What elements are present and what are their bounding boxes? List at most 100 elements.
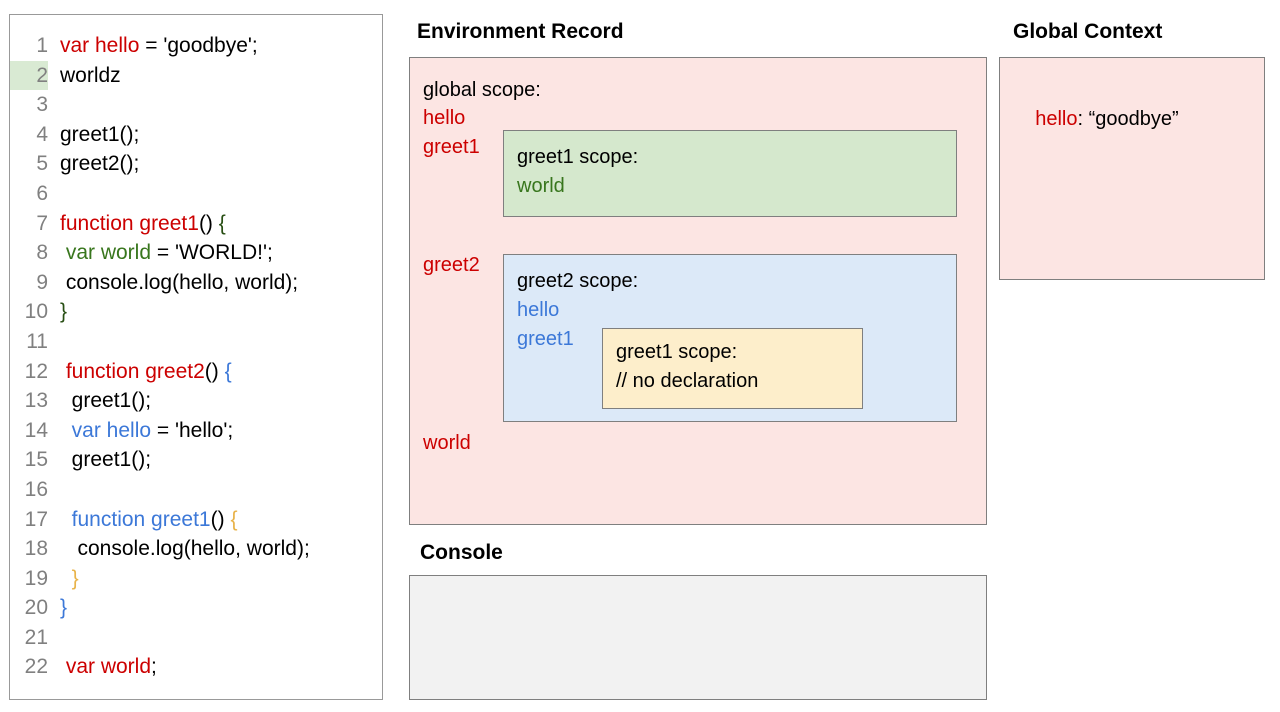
code-line[interactable]: 8 var world = 'WORLD!'; [10, 238, 382, 268]
code-line[interactable]: 11 [10, 327, 382, 357]
code-token: () [210, 507, 231, 531]
code-token: function greet1 [60, 507, 211, 531]
code-line-text: greet1(); [48, 386, 151, 416]
code-token: greet2(); [60, 152, 140, 176]
code-line-text: function greet2() { [48, 357, 232, 387]
code-line-text: var world = 'WORLD!'; [48, 238, 273, 268]
code-line-text: var world; [48, 652, 157, 682]
global-scope-label: global scope: [423, 79, 541, 101]
greet1-scope-binding-world: world [517, 175, 565, 197]
line-number: 18 [24, 537, 48, 561]
global-context-box: hello: “goodbye” [999, 57, 1265, 280]
code-line-text: console.log(hello, world); [48, 534, 310, 564]
code-token: console.log(hello, world); [60, 270, 299, 294]
line-number: 17 [24, 507, 48, 531]
line-number: 15 [24, 448, 48, 472]
global-context-entry-key: hello [1035, 108, 1078, 130]
environment-record-title: Environment Record [417, 20, 624, 43]
code-line-text: function greet1() { [48, 209, 226, 239]
code-line[interactable]: 18 console.log(hello, world); [10, 534, 382, 564]
line-number: 20 [24, 596, 48, 620]
global-binding-hello: hello [423, 107, 466, 129]
code-token: } [60, 566, 79, 590]
global-context-entry-value: “goodbye” [1088, 108, 1179, 130]
global-context-entry-separator: : [1077, 108, 1089, 130]
code-token: } [60, 300, 68, 324]
code-line-text: function greet1() { [48, 505, 238, 535]
line-number: 8 [36, 241, 48, 265]
console-title: Console [420, 541, 503, 564]
greet2-scope-label: greet2 scope: [517, 270, 639, 292]
code-token: ; [151, 655, 157, 679]
code-line[interactable]: 20} [10, 593, 382, 623]
code-token: } [60, 596, 68, 620]
global-binding-world: world [423, 432, 471, 454]
code-token: () [198, 211, 219, 235]
code-line[interactable]: 14 var hello = 'hello'; [10, 416, 382, 446]
greet1-inner-scope-comment: // no declaration [616, 370, 759, 392]
line-number: 21 [24, 625, 48, 649]
code-token: console.log(hello, world); [60, 537, 310, 561]
code-line-text: greet1(); [48, 120, 139, 150]
code-line[interactable]: 10} [10, 297, 382, 327]
code-line[interactable]: 9 console.log(hello, world); [10, 268, 382, 298]
code-token: worldz [60, 63, 121, 87]
code-line[interactable]: 15 greet1(); [10, 445, 382, 475]
code-token: = 'hello'; [151, 418, 234, 442]
code-line[interactable]: 13 greet1(); [10, 386, 382, 416]
line-number: 13 [24, 389, 48, 413]
code-line[interactable]: 16 [10, 475, 382, 505]
code-token: var world [60, 241, 152, 265]
code-line-text: } [48, 564, 79, 594]
line-number: 9 [36, 270, 48, 294]
code-line[interactable]: 17 function greet1() { [10, 505, 382, 535]
code-token: var world [60, 655, 152, 679]
line-number: 7 [36, 211, 48, 235]
environment-record-box: global scope: hello greet1 greet2 world … [409, 57, 987, 525]
line-number: 14 [24, 418, 48, 442]
greet2-scope-box: greet2 scope: hello greet1 greet1 scope:… [503, 254, 957, 422]
code-line-text: greet2(); [48, 149, 139, 179]
code-line[interactable]: 21 [10, 623, 382, 653]
code-line[interactable]: 12 function greet2() { [10, 357, 382, 387]
code-line[interactable]: 6 [10, 179, 382, 209]
code-line[interactable]: 22 var world; [10, 652, 382, 682]
line-number: 22 [24, 655, 48, 679]
code-line[interactable]: 3 [10, 90, 382, 120]
greet2-scope-binding-greet1: greet1 [517, 328, 574, 350]
greet1-scope-box: greet1 scope: world [503, 130, 957, 217]
global-context-entry: hello: “goodbye” [1013, 76, 1179, 163]
code-token: { [224, 359, 232, 383]
code-token: () [204, 359, 225, 383]
code-token: var hello [60, 418, 152, 442]
code-line[interactable]: 19 } [10, 564, 382, 594]
code-line-text: } [48, 593, 67, 623]
console-output-box[interactable] [409, 575, 987, 700]
greet1-inner-scope-box: greet1 scope: // no declaration [602, 328, 863, 409]
code-line-text: var hello = 'goodbye'; [48, 31, 258, 61]
line-number: 19 [24, 566, 48, 590]
code-token: function greet2 [60, 359, 205, 383]
code-line-text: var hello = 'hello'; [48, 416, 234, 446]
line-number: 16 [24, 477, 48, 501]
code-token: greet1(); [60, 122, 140, 146]
line-number: 3 [36, 93, 48, 117]
global-binding-greet2: greet2 [423, 254, 480, 276]
code-token: function greet1 [60, 211, 199, 235]
line-number: 5 [36, 152, 48, 176]
code-token: = 'WORLD!'; [151, 241, 273, 265]
code-token: { [218, 211, 226, 235]
line-number: 11 [26, 329, 48, 353]
code-line[interactable]: 5 greet2(); [10, 149, 382, 179]
line-number: 12 [24, 359, 48, 383]
code-line-text: console.log(hello, world); [48, 268, 298, 298]
line-number: 2 [10, 60, 48, 91]
code-token: { [230, 507, 238, 531]
code-line-text: greet1(); [48, 445, 151, 475]
code-line[interactable]: 2 worldz [10, 60, 382, 91]
